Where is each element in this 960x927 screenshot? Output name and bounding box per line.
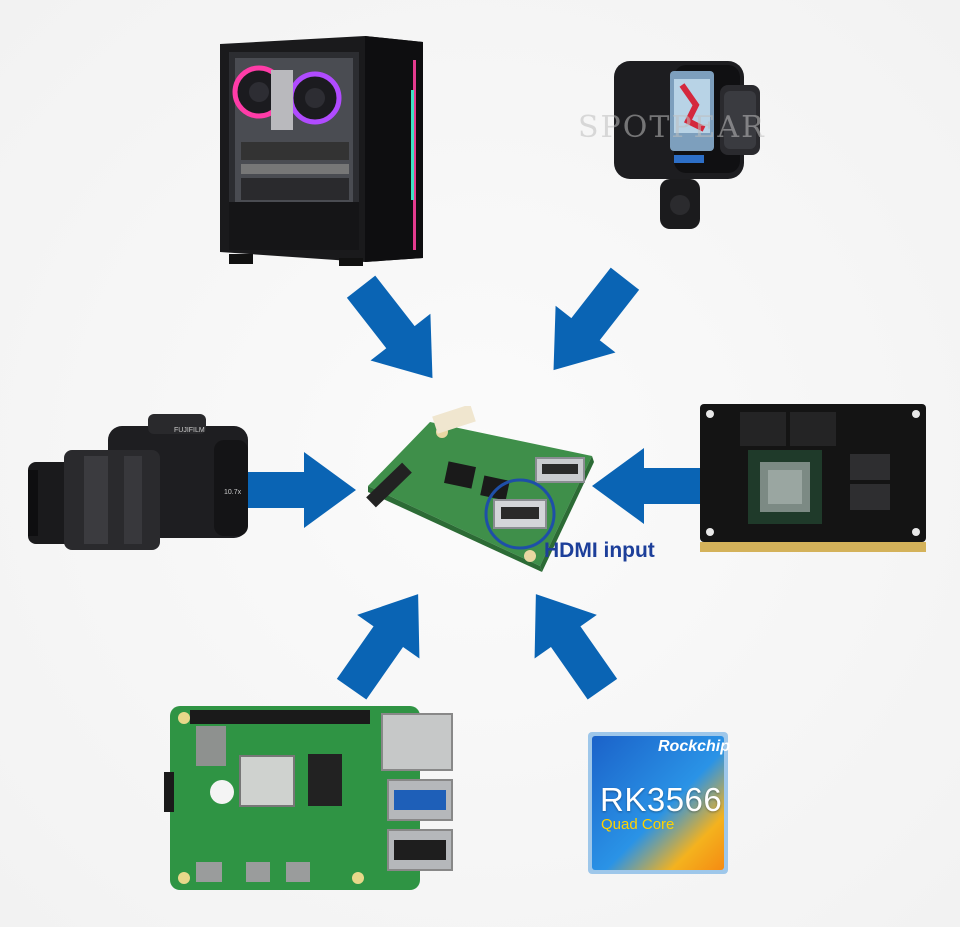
- arrow-from-rockchip: [504, 572, 634, 711]
- compute-module-icon: [700, 404, 926, 552]
- svg-text:10.7x: 10.7x: [224, 489, 242, 496]
- hdmi-input-label: HDMI input: [544, 539, 655, 562]
- watermark-text: SPOTPEAR: [578, 110, 766, 145]
- arrow-from-pc: [331, 263, 463, 402]
- action-camera-icon: [614, 61, 760, 229]
- arrow-from-dslr: [240, 452, 356, 528]
- hdmi-board-icon: [366, 406, 594, 572]
- svg-text:FUJIFILM: FUJIFILM: [174, 427, 205, 434]
- chip-subtitle-label: Quad Core: [601, 816, 675, 833]
- chip-model-label: RK3566: [600, 781, 723, 818]
- arrow-from-raspberry-pi: [320, 572, 450, 711]
- camera-icon: 10.7x FUJIFILM: [28, 414, 248, 550]
- raspberry-pi-icon: [164, 706, 453, 890]
- arrow-from-action-camera: [523, 255, 655, 394]
- chip-brand-label: Rockchip: [658, 738, 731, 755]
- chip-icon: [588, 732, 728, 874]
- pc-tower-icon: [220, 36, 423, 266]
- arrow-from-jetson: [592, 448, 708, 524]
